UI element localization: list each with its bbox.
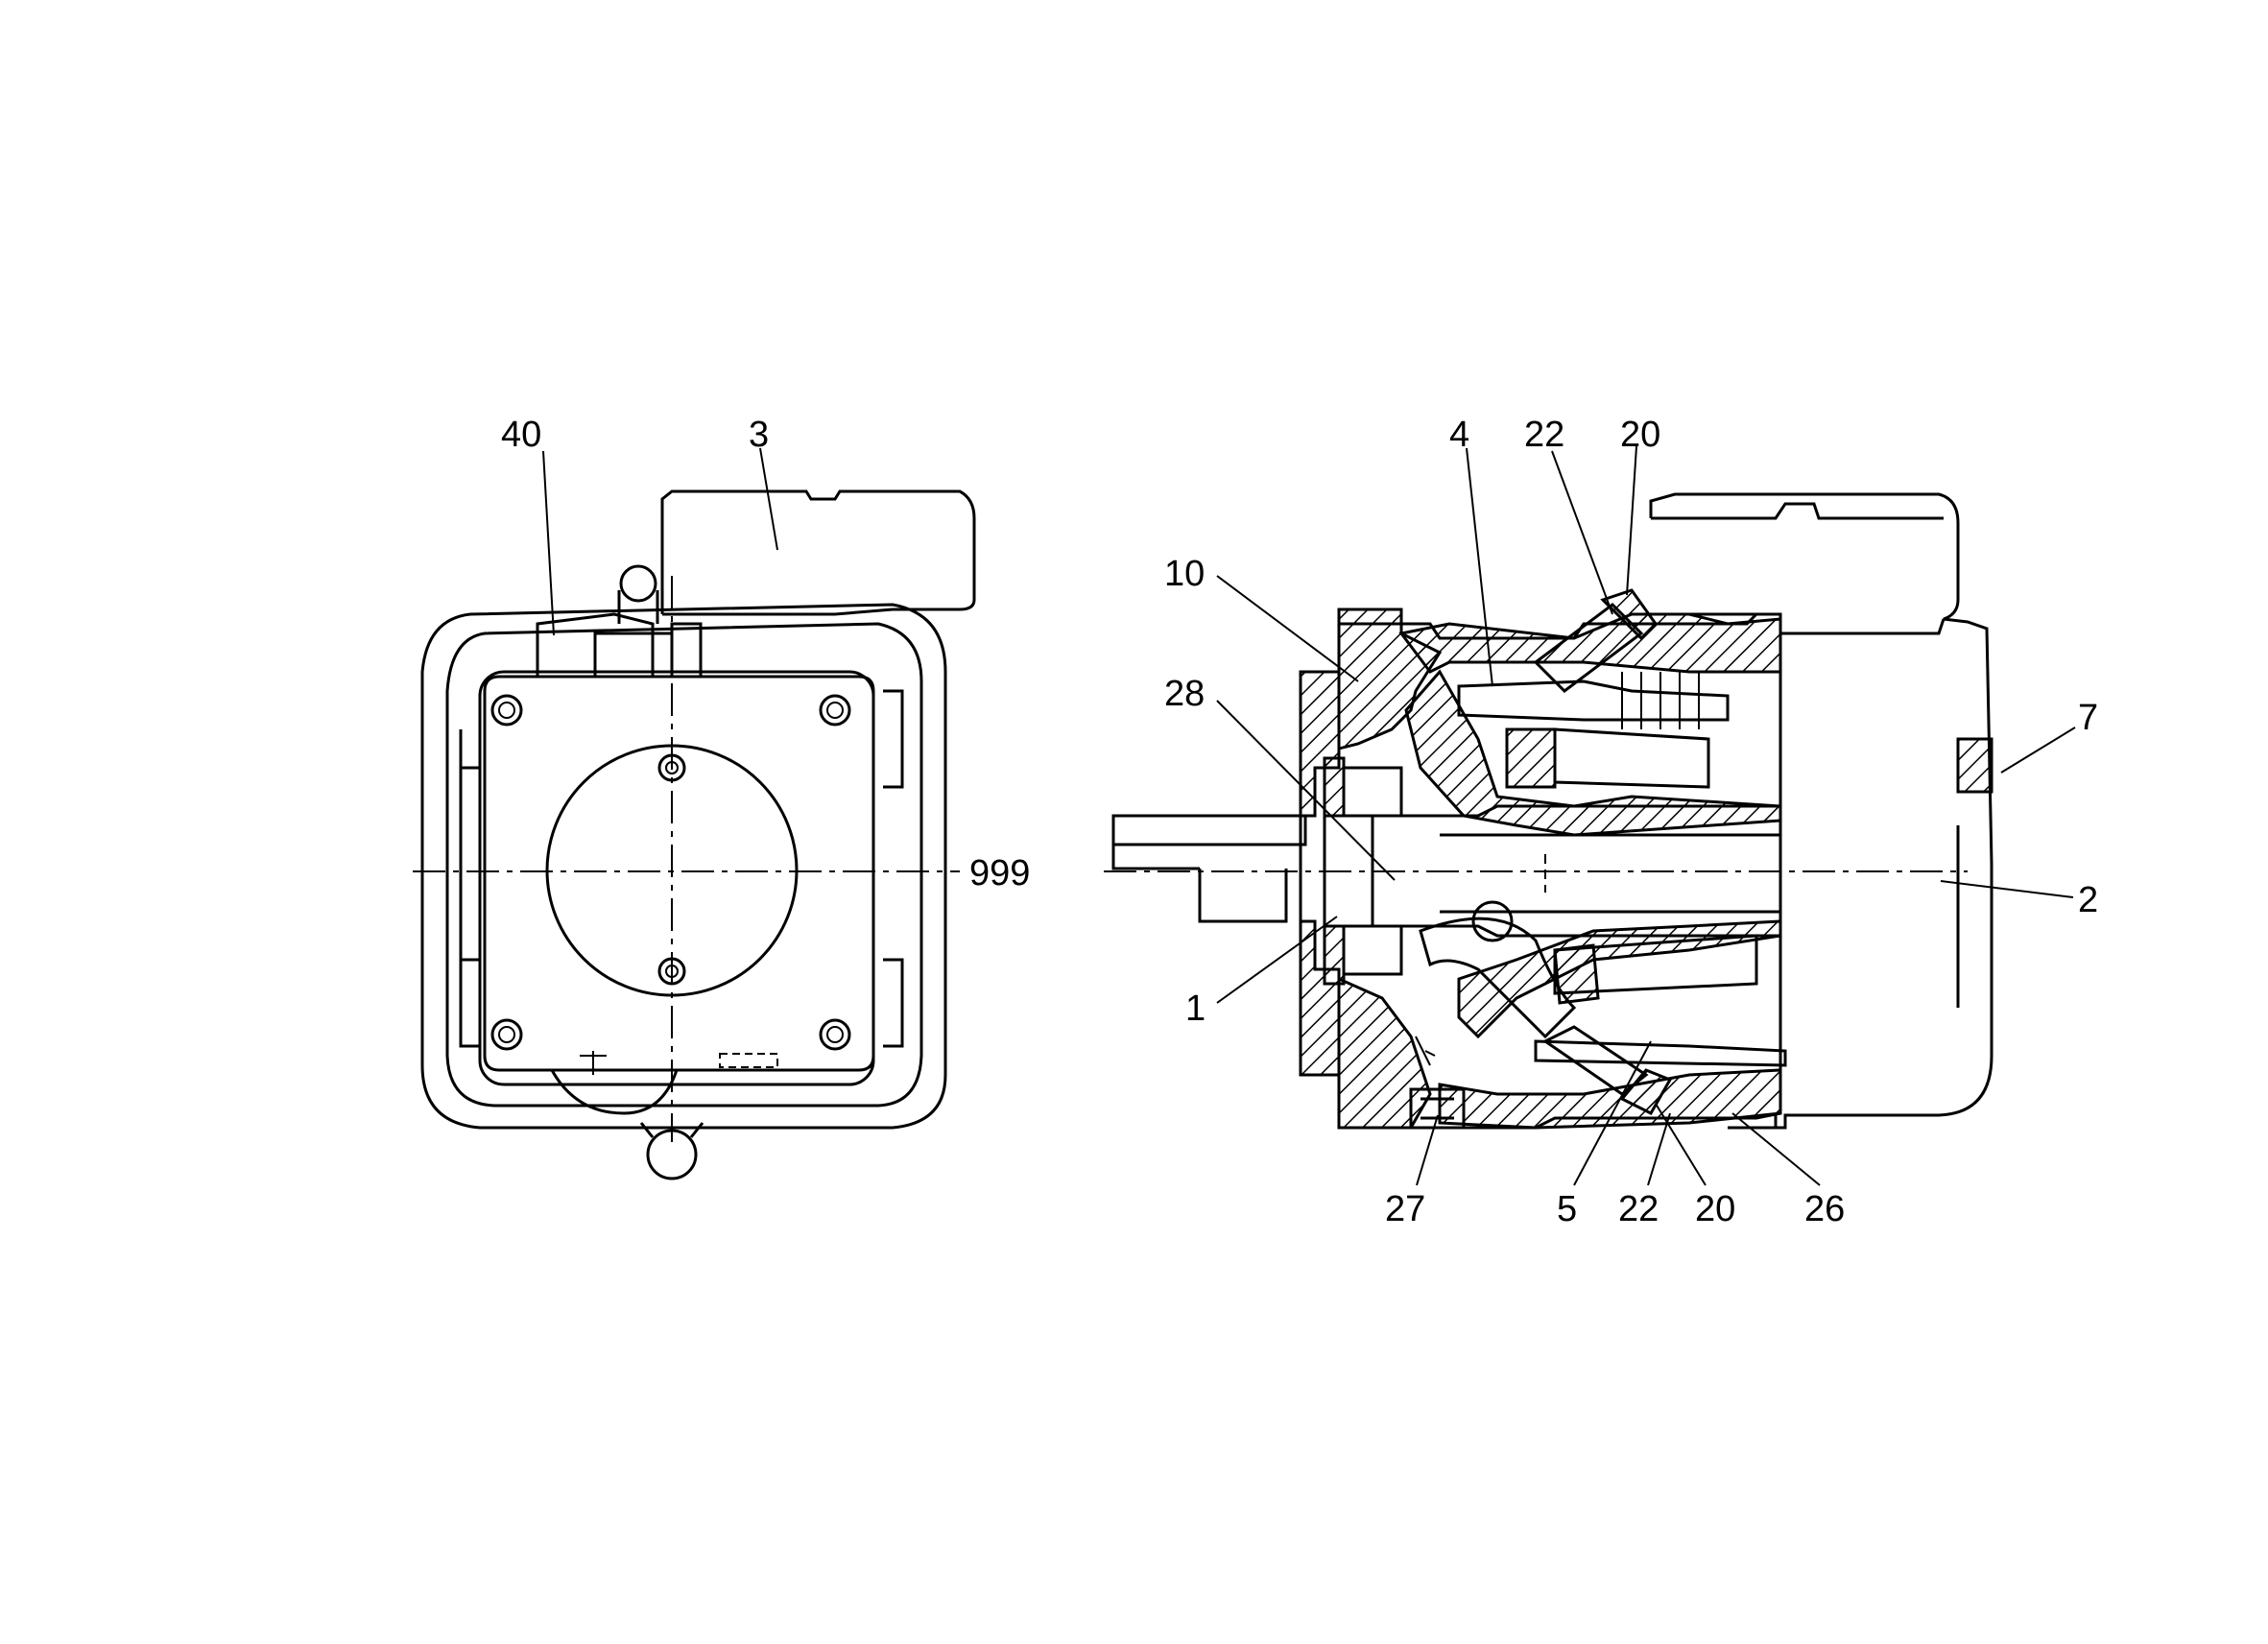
callout-22-bottom: 22 — [1618, 1189, 1659, 1229]
callout-labels: 40 3 999 4 22 20 10 28 7 2 1 27 5 22 20 … — [501, 415, 2098, 1229]
end-view — [413, 489, 976, 1180]
leader-lines — [542, 445, 2076, 1186]
bolt-hole-icon — [819, 694, 851, 727]
callout-999: 999 — [969, 853, 1030, 893]
callout-7: 7 — [2078, 698, 2098, 738]
callout-40: 40 — [501, 415, 541, 455]
callout-5: 5 — [1557, 1189, 1577, 1229]
callout-2: 2 — [2078, 880, 2098, 920]
callout-20-bottom: 20 — [1695, 1189, 1735, 1229]
bolt-hole-icon — [819, 1018, 851, 1051]
callout-4: 4 — [1449, 415, 1469, 455]
callout-1: 1 — [1185, 989, 1206, 1029]
callout-27: 27 — [1385, 1189, 1425, 1229]
section-view — [1104, 492, 1993, 1130]
callout-26: 26 — [1804, 1189, 1845, 1229]
callout-22-top: 22 — [1524, 415, 1564, 455]
callout-10: 10 — [1164, 554, 1205, 594]
bolt-hole-icon — [490, 694, 523, 727]
callout-3: 3 — [749, 415, 769, 455]
callout-28: 28 — [1164, 674, 1205, 714]
bolt-hole-icon — [490, 1018, 523, 1051]
callout-20-top: 20 — [1620, 415, 1660, 455]
